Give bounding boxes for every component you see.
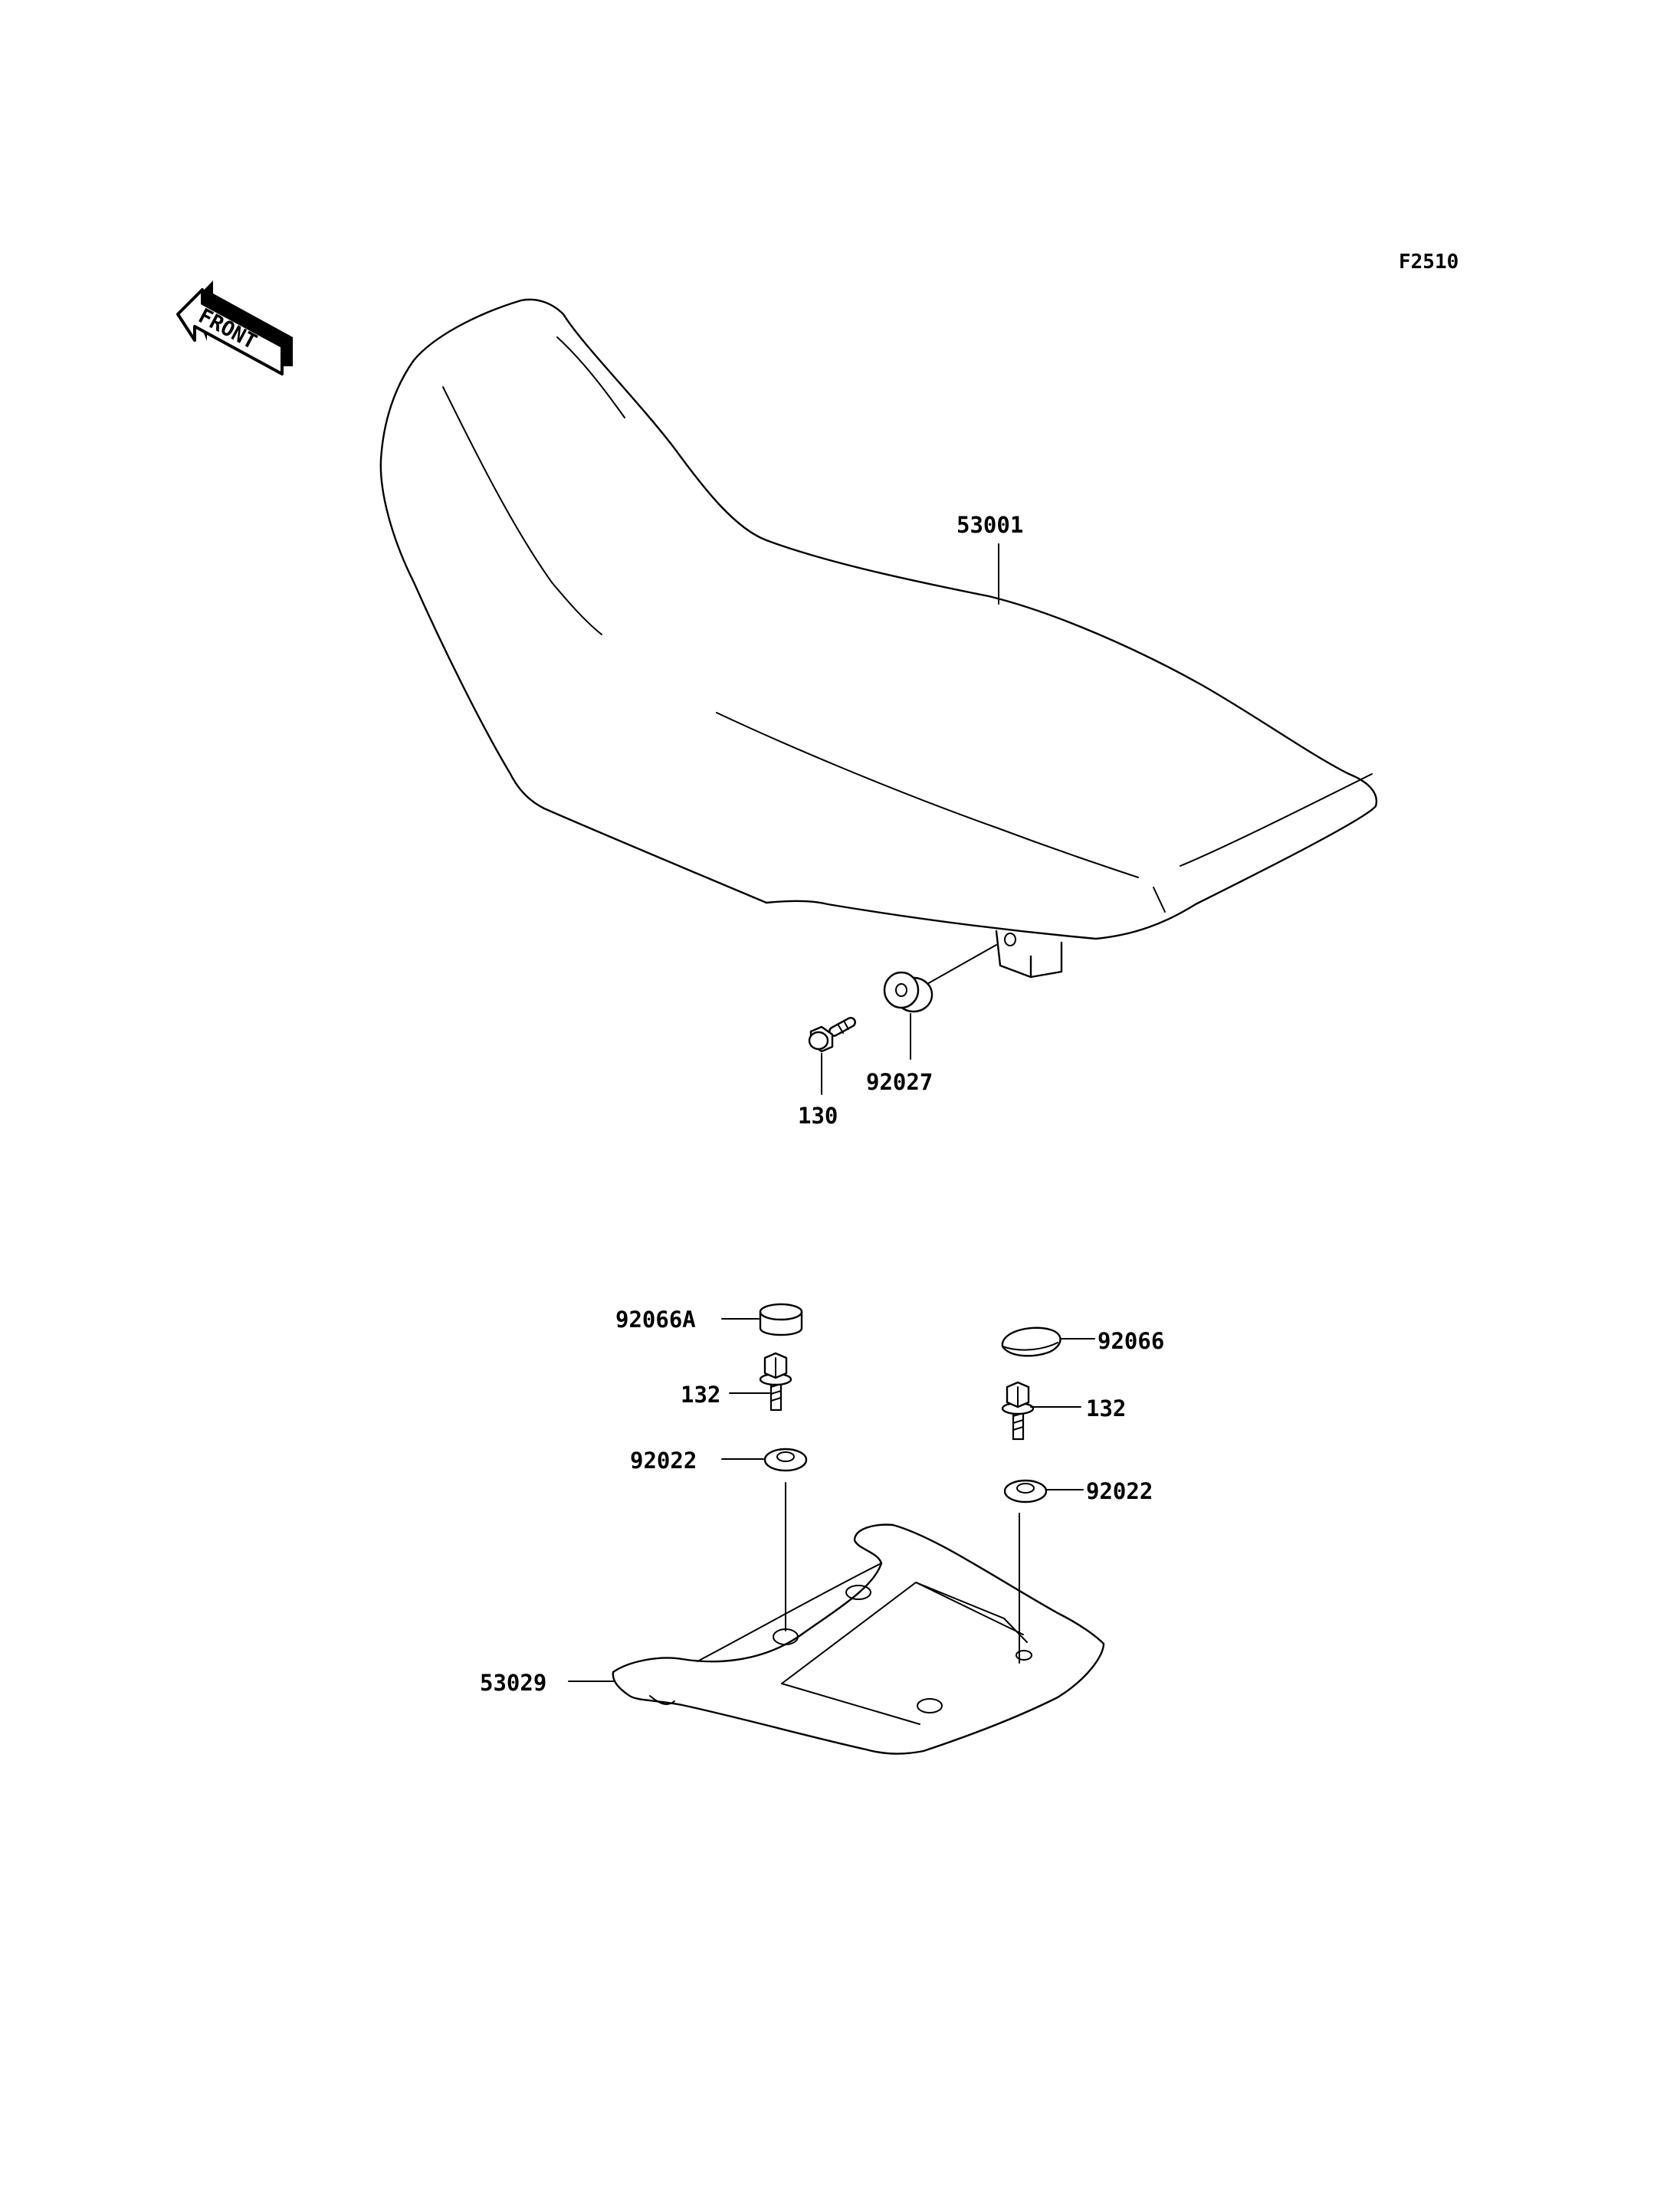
seat-illustration bbox=[379, 298, 1378, 979]
part-label-cap-a: 92066A bbox=[615, 1307, 696, 1333]
part-label-cap: 92066 bbox=[1098, 1328, 1164, 1354]
part-label-damper-left: 92022 bbox=[630, 1448, 697, 1474]
bolt-130-icon bbox=[808, 1017, 856, 1053]
part-label-bolt-132-left: 132 bbox=[681, 1382, 720, 1408]
part-label-carrier: 53029 bbox=[480, 1670, 546, 1696]
part-label-bolt-132-right: 132 bbox=[1086, 1395, 1126, 1421]
damper-left-icon bbox=[763, 1448, 808, 1472]
front-arrow-icon: FRONT bbox=[176, 280, 293, 375]
bolt-132-left-icon bbox=[759, 1352, 792, 1412]
bolt-132-right-icon bbox=[1001, 1381, 1035, 1441]
cap-icon bbox=[1001, 1326, 1061, 1357]
part-label-damper-right: 92022 bbox=[1086, 1478, 1153, 1504]
part-label-seat-damper: 92027 bbox=[866, 1069, 933, 1095]
carrier-illustration bbox=[612, 1523, 1105, 1755]
cap-a-icon bbox=[759, 1303, 803, 1336]
part-label-bolt-130: 130 bbox=[798, 1103, 838, 1129]
seat-damper-illustration bbox=[883, 944, 997, 1013]
figure-code: F2510 bbox=[1399, 251, 1459, 274]
part-label-seat: 53001 bbox=[956, 512, 1023, 538]
damper-right-icon bbox=[1003, 1479, 1048, 1503]
